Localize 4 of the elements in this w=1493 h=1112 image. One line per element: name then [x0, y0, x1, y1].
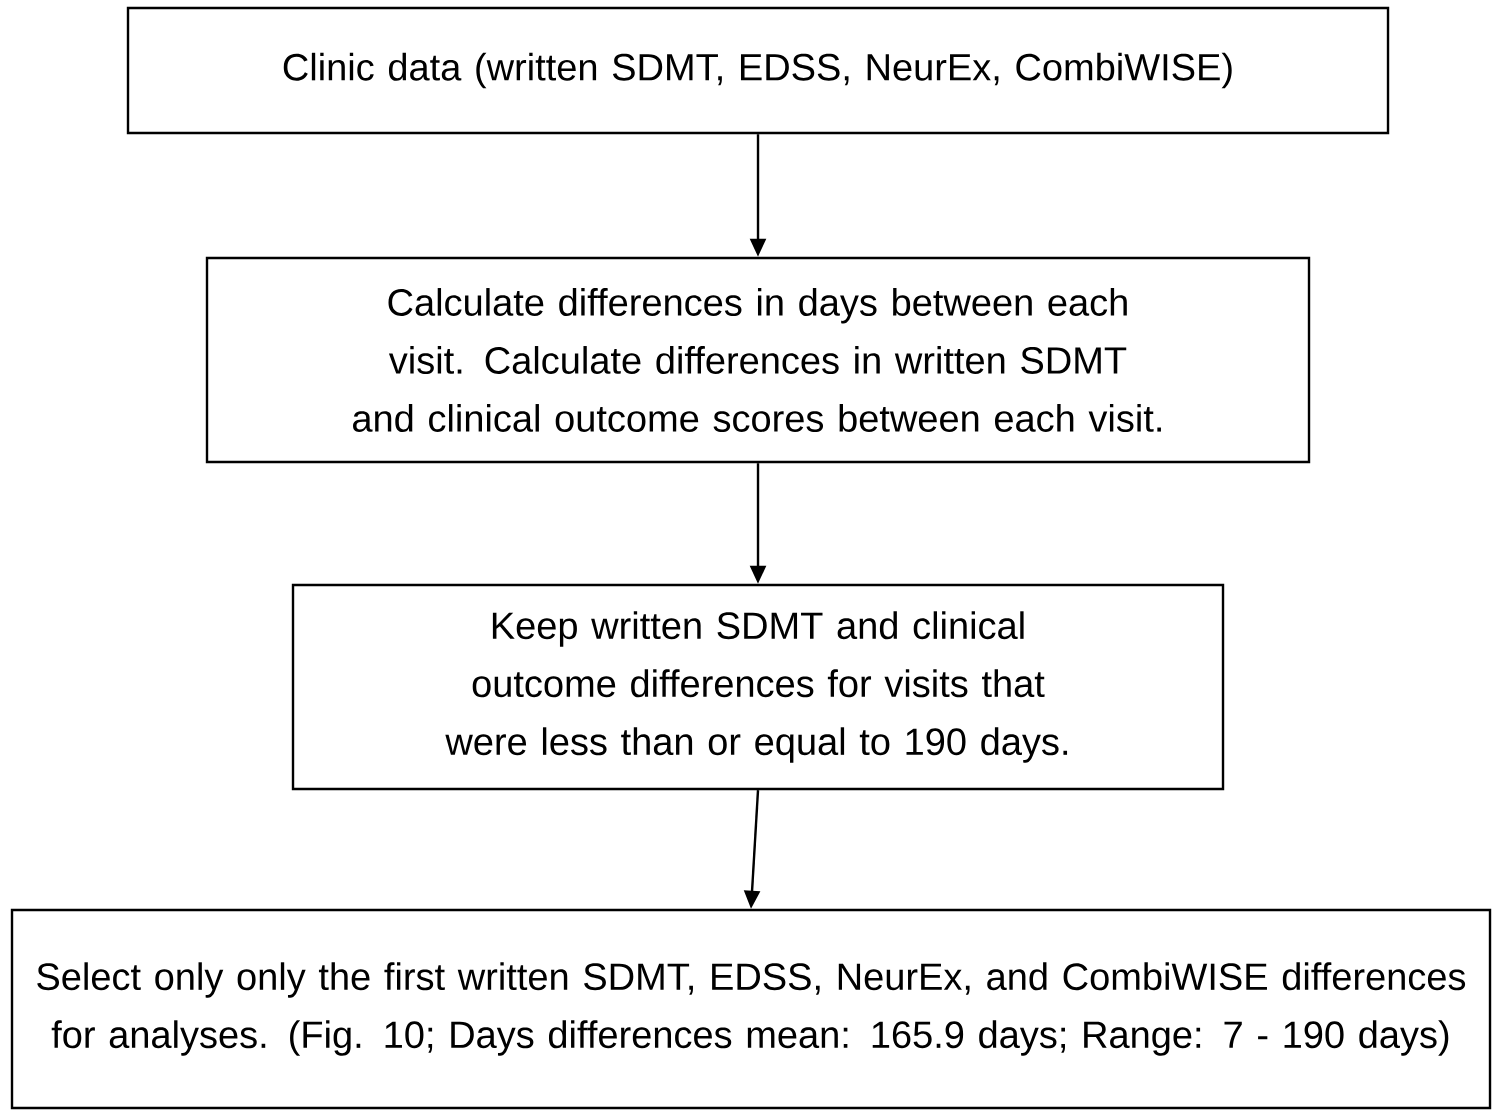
process-box: Clinic data (written SDMT, EDSS, NeurEx, CombiWISE) — [126, 6, 1390, 135]
process-box: Keep written SDMT and clinical outcome differences for visits that were less than or equal to 190 days. — [291, 583, 1225, 791]
process-box: Calculate differences in days between each visit. Calculate differences in written SDMT and clinical outcome scores between each visit. — [205, 256, 1311, 464]
process-box: Select only only the first written SDMT, EDSS, NeurEx, and CombiWISE differences for analyses. (Fig. 10; Days differences mean: 165.9 days; Range: 7 - 190 days) — [10, 908, 1492, 1110]
